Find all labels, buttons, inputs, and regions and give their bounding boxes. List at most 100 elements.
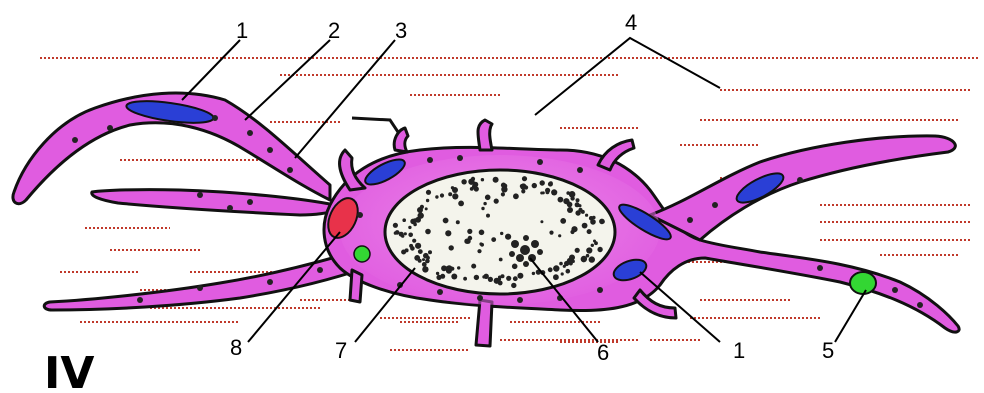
chromatin-dot xyxy=(402,218,406,222)
chromatin-dot xyxy=(542,191,545,194)
chromatin-dot xyxy=(479,242,482,245)
chromatin-dot xyxy=(498,276,502,280)
chromatin-dot xyxy=(479,230,485,236)
chromatin-dot xyxy=(426,190,431,195)
chromatin-dot xyxy=(575,210,580,215)
chromatin-dot xyxy=(399,232,404,237)
chromatin-dot xyxy=(422,266,428,272)
chromatin-dot xyxy=(513,193,519,199)
chromatin-dot xyxy=(422,262,427,267)
chromatin-dot xyxy=(425,207,428,210)
chromatin-dot xyxy=(486,214,490,218)
chromatin-dot xyxy=(589,256,595,262)
chromatin-dot xyxy=(585,214,588,217)
chromatin-dot xyxy=(586,247,592,253)
granule-dot xyxy=(687,217,693,223)
granule-dot xyxy=(892,287,898,293)
chromatin-dot xyxy=(582,223,588,229)
granule-dot xyxy=(287,167,293,173)
green-inclusion xyxy=(354,246,370,262)
chromatin-dot xyxy=(521,189,525,193)
chromatin-dot xyxy=(491,237,496,242)
chromatin-dot xyxy=(505,234,511,240)
chromatin-dot xyxy=(522,176,527,181)
chromatin-dot xyxy=(393,223,398,228)
chromatin-dot xyxy=(575,202,580,207)
chromatin-dot xyxy=(471,264,476,269)
chromatin-dot xyxy=(436,272,439,275)
chromatin-dot xyxy=(415,217,421,223)
chromatin-dot xyxy=(445,230,451,236)
chromatin-dot xyxy=(482,275,485,278)
chromatin-dot xyxy=(590,219,596,225)
label-6: 6 xyxy=(597,340,609,365)
chromatin-dot xyxy=(551,189,557,195)
chromatin-dot xyxy=(457,266,460,269)
chromatin-dot xyxy=(563,198,569,204)
label-4: 4 xyxy=(625,10,637,35)
granule-dot xyxy=(477,295,483,301)
green-inclusion xyxy=(850,272,876,294)
chromatin-dot xyxy=(513,276,518,281)
chromatin-dot xyxy=(452,193,458,199)
granule-dot xyxy=(517,297,523,303)
chromatin-dot xyxy=(593,240,596,243)
granule-dot xyxy=(197,192,203,198)
chromatin-dot xyxy=(558,197,564,203)
chromatin-dot xyxy=(569,191,576,198)
chromatin-dot xyxy=(412,239,416,243)
granule-dot xyxy=(457,155,463,161)
chromatin-dot xyxy=(553,265,559,271)
chromatin-dot xyxy=(592,216,596,220)
chromatin-dot xyxy=(485,195,491,201)
chromatin-dot xyxy=(468,179,474,185)
granule-dot xyxy=(247,130,253,136)
granule-dot xyxy=(797,177,803,183)
chromatin-dot xyxy=(549,231,553,235)
chromatin-dot xyxy=(422,258,425,261)
chromatin-dot xyxy=(545,188,550,193)
chromatin-dot xyxy=(405,248,409,252)
chromatin-dot xyxy=(483,202,486,205)
chromatin-dot xyxy=(599,219,605,225)
granule-dot xyxy=(577,167,583,173)
chromatin-dot xyxy=(548,267,553,272)
chromatin-dot xyxy=(566,269,571,274)
granule-dot xyxy=(437,289,443,295)
chromatin-dot xyxy=(408,233,413,238)
chromatin-dot xyxy=(517,273,523,279)
chromatin-dot xyxy=(540,220,543,223)
chromatin-dot xyxy=(569,255,575,261)
label-3: 3 xyxy=(395,18,407,43)
chromatin-dot xyxy=(448,192,452,196)
chromatin-dot xyxy=(456,220,460,224)
chromatin-dot xyxy=(425,229,431,235)
chromatin-dot xyxy=(498,281,503,286)
chromatin-dot xyxy=(587,229,592,234)
label-5: 5 xyxy=(822,338,834,363)
chromatin-dot xyxy=(561,272,564,275)
chromatin-dot xyxy=(501,192,505,196)
chromatin-dot xyxy=(532,183,537,188)
granule-dot xyxy=(357,212,363,218)
granule-dot xyxy=(917,302,923,308)
chromatin-dot xyxy=(394,231,397,234)
granule-dot xyxy=(417,207,423,213)
granule-dot xyxy=(267,147,273,153)
chromatin-dot xyxy=(474,275,479,280)
chromatin-dot xyxy=(465,239,470,244)
granule-dot xyxy=(137,297,143,303)
granule-dot xyxy=(452,187,458,193)
chromatin-dot xyxy=(477,249,481,253)
chromatin-dot xyxy=(426,199,429,202)
chromatin-dot xyxy=(458,201,464,207)
chromatin-dot xyxy=(511,283,516,288)
chromatin-dot xyxy=(493,177,499,183)
granule-dot xyxy=(427,157,433,163)
label-1-bottom: 1 xyxy=(733,338,745,363)
granule-dot xyxy=(227,205,233,211)
chromatin-dot xyxy=(467,229,472,234)
granule-dot xyxy=(72,137,78,143)
